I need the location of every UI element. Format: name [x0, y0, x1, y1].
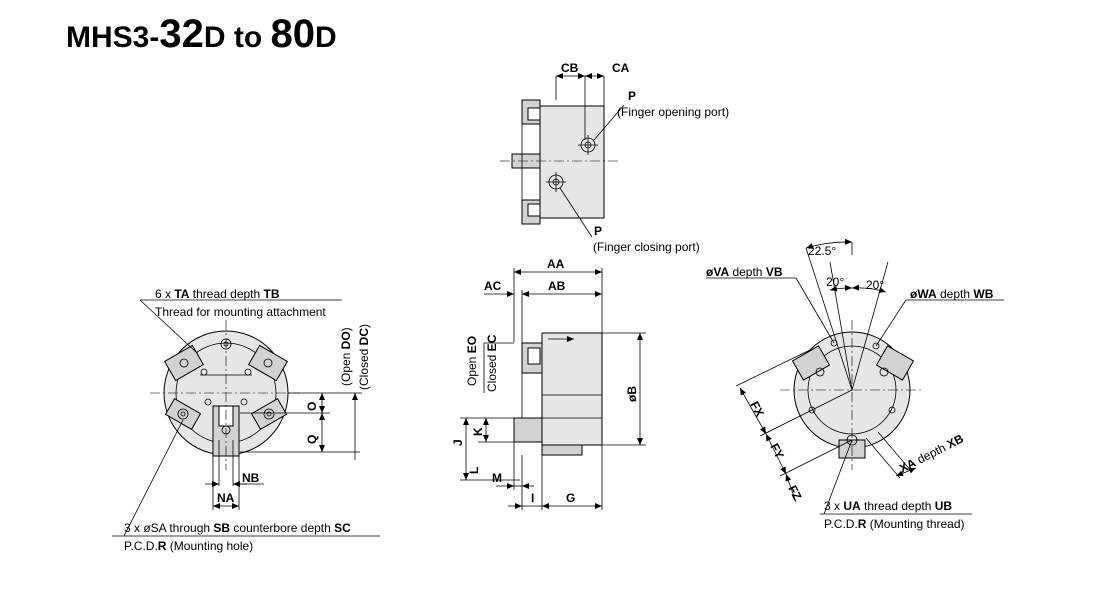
rear-finger-top-right	[875, 345, 915, 381]
dim-cb: CB	[561, 61, 579, 75]
dim-k: K	[471, 427, 485, 436]
open-text: Open	[465, 353, 479, 386]
pcd-hole-label: P.C.D.R (Mounting hole)	[124, 539, 253, 553]
angle-20b: 20°	[866, 278, 884, 292]
dim-nb: NB	[242, 471, 260, 485]
ua-mid: thread depth	[861, 499, 935, 513]
xa-label: XA depth XB	[897, 431, 966, 475]
dim-aa: AA	[547, 257, 565, 271]
va-code: øVA	[706, 265, 729, 279]
section-mount	[541, 444, 583, 456]
open-do-label: (Open DO)	[339, 327, 353, 386]
finger-top-left	[163, 344, 205, 382]
side-view: CB CA P (Finger opening port) P (Finger …	[500, 61, 729, 254]
ub-code: UB	[935, 499, 953, 513]
port-open-code: P	[628, 89, 636, 103]
sa-prefix: 3 x øSA through	[124, 521, 213, 535]
rear-pcd-desc: (Mounting thread)	[866, 517, 964, 531]
xa-code: XA	[897, 455, 919, 475]
port-close-desc: (Finger closing port)	[593, 240, 700, 254]
dc-code: DC	[357, 328, 371, 346]
dim-m: M	[492, 471, 502, 485]
dim-ab: AB	[548, 279, 566, 293]
dim-j: J	[451, 439, 465, 446]
dim-fx: FX	[747, 399, 766, 419]
angle-22: 22.5°	[808, 244, 836, 258]
va-mid: depth	[729, 265, 766, 279]
title-prefix: MHS3-	[66, 21, 160, 54]
vb-code: VB	[766, 265, 783, 279]
dim-fz: FZ	[785, 483, 804, 502]
title-size-from: 32	[159, 12, 204, 56]
port-close-symbol	[546, 172, 566, 192]
section-finger-bottom	[513, 417, 543, 443]
ta-label: 6 x TA thread depth TB	[155, 287, 280, 301]
eo-code: EO	[465, 336, 479, 353]
tb-code: TB	[264, 287, 280, 301]
pcd-code: R	[158, 539, 167, 553]
open-eo-label: Open EO	[465, 336, 479, 386]
dim-l: L	[467, 467, 481, 474]
ua-label: 3 x UA thread depth UB	[824, 499, 952, 513]
wa-mid: depth	[937, 287, 974, 301]
dim-i: I	[531, 491, 534, 505]
open-close-paren: )	[339, 327, 353, 331]
pcd-prefix: P.C.D.	[124, 539, 158, 553]
xb-code: XB	[945, 431, 967, 451]
ta-mid: thread depth	[189, 287, 263, 301]
page-title: MHS3-32D to 80D	[66, 14, 337, 54]
rear-pcd-prefix: P.C.D.	[824, 517, 858, 531]
wa-code: øWA	[910, 287, 937, 301]
dim-b: øB	[625, 386, 639, 402]
rear-pcd-code: R	[858, 517, 867, 531]
closed-text: Closed	[485, 351, 499, 392]
finger-bottom-right	[250, 398, 288, 430]
dim-fy: FY	[767, 441, 786, 461]
ta-code: TA	[174, 287, 189, 301]
open-label: (Open	[339, 349, 353, 386]
sc-code: SC	[334, 521, 351, 535]
section-view: AA AC AB Open EO Closed EC øB J K L M I …	[451, 257, 646, 510]
wb-code: WB	[973, 287, 993, 301]
wa-label: øWA depth WB	[910, 287, 994, 301]
title-size-to: 80	[270, 12, 316, 56]
angle-20a: 20°	[826, 275, 844, 289]
ta-desc: Thread for mounting attachment	[155, 305, 326, 319]
sa-label: 3 x øSA through SB counterbore depth SC	[124, 521, 351, 535]
pcd-desc: (Mounting hole)	[166, 539, 253, 553]
sb-code: SB	[213, 521, 230, 535]
va-label: øVA depth VB	[706, 265, 783, 279]
finger-top-right	[247, 344, 289, 382]
sb-mid: counterbore depth	[230, 521, 334, 535]
title-to: to	[225, 21, 271, 54]
dim-ca: CA	[612, 61, 630, 75]
title-suffix-to: D	[315, 21, 337, 54]
do-code: DO	[339, 331, 353, 349]
dim-na: NA	[217, 491, 235, 505]
port-close-code: P	[594, 224, 602, 238]
side-body	[539, 105, 605, 219]
port-open-symbol	[578, 135, 598, 155]
section-body	[541, 332, 603, 446]
rear-wa-hole	[872, 342, 880, 350]
dim-ac: AC	[484, 279, 502, 293]
rear-view: 22.5° 20° 20° øVA depth VB øWA depth WB …	[706, 238, 1004, 531]
xa-mid: depth	[912, 439, 951, 468]
ua-prefix: 3 x	[824, 499, 843, 513]
dim-g: G	[566, 491, 575, 505]
rear-finger-top-left	[791, 345, 831, 381]
title-suffix-from: D	[203, 21, 226, 54]
dim-q: Q	[305, 435, 319, 444]
dim-o: O	[305, 402, 319, 411]
ua-code: UA	[843, 499, 861, 513]
closed-label: (Closed	[357, 345, 371, 390]
ta-prefix: 6 x	[155, 287, 174, 301]
pcd-thread-label: P.C.D.R (Mounting thread)	[824, 517, 965, 531]
front-view: 6 x TA thread depth TB Thread for mounti…	[112, 287, 380, 553]
finger-bottom-left	[164, 398, 202, 430]
closed-dc-label: (Closed DC)	[357, 324, 371, 390]
port-open-desc: (Finger opening port)	[617, 105, 729, 119]
closed-close-paren: )	[357, 324, 371, 328]
